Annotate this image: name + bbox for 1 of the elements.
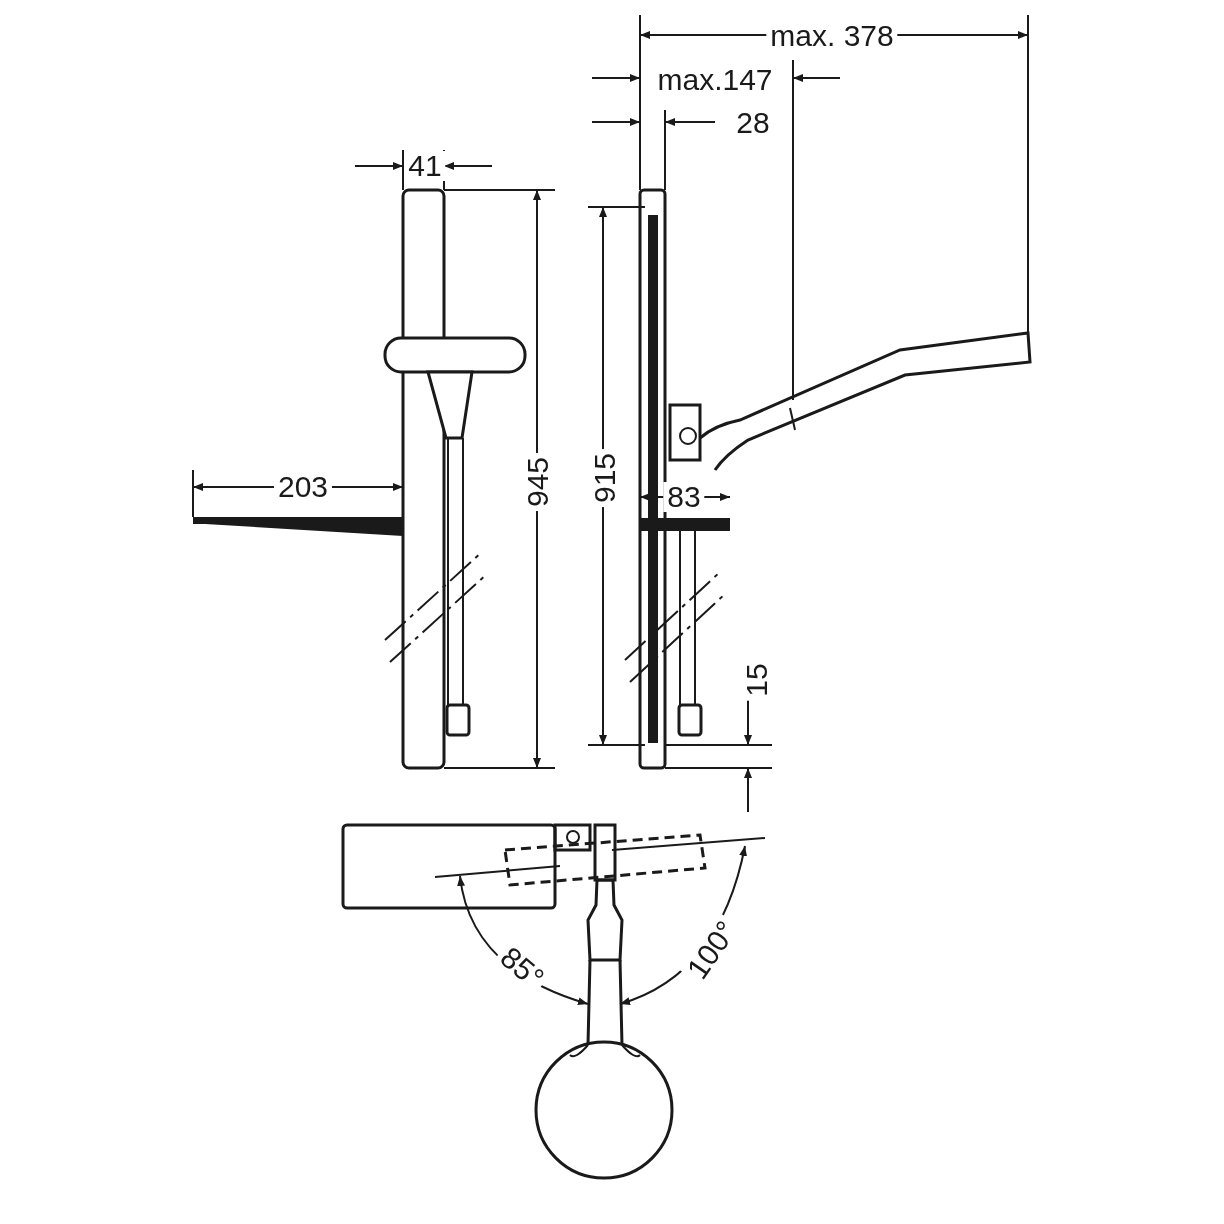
dimension-label: 83	[663, 482, 705, 512]
